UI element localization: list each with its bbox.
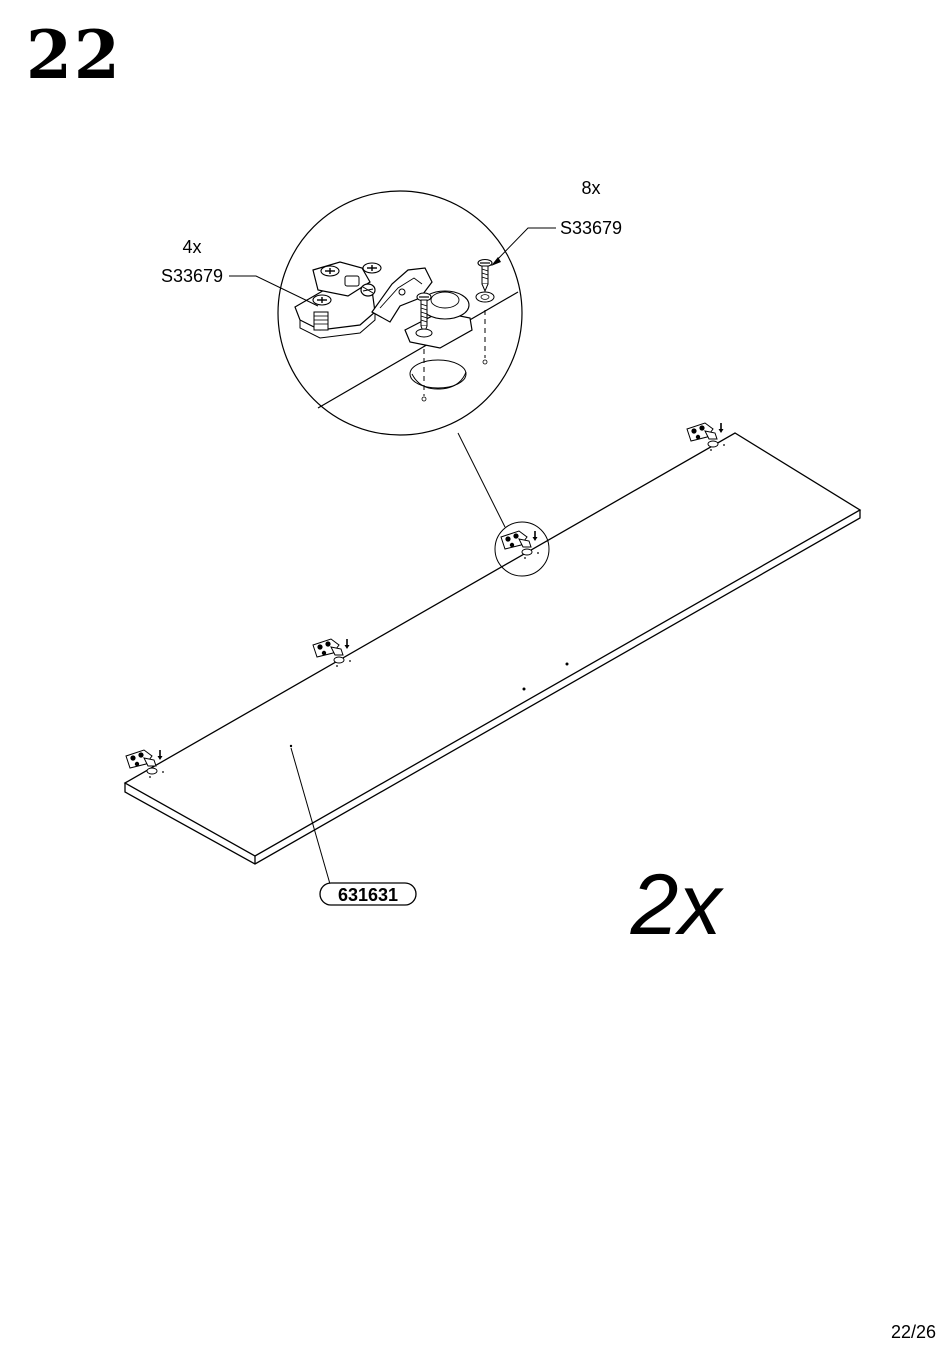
quantity-multiplier: 2x (630, 857, 725, 953)
part-number-label: 631631 (320, 883, 416, 905)
detail-leader-line (458, 433, 505, 527)
panel-board (125, 433, 860, 864)
page-number: 22/26 (891, 1322, 936, 1343)
left-quantity: 4x (182, 237, 201, 257)
right-part-code: S33679 (560, 218, 622, 238)
right-quantity: 8x (581, 178, 600, 198)
left-part-code: S33679 (161, 266, 223, 286)
detail-zoom-view (278, 191, 522, 435)
part-number-text: 631631 (338, 885, 398, 905)
